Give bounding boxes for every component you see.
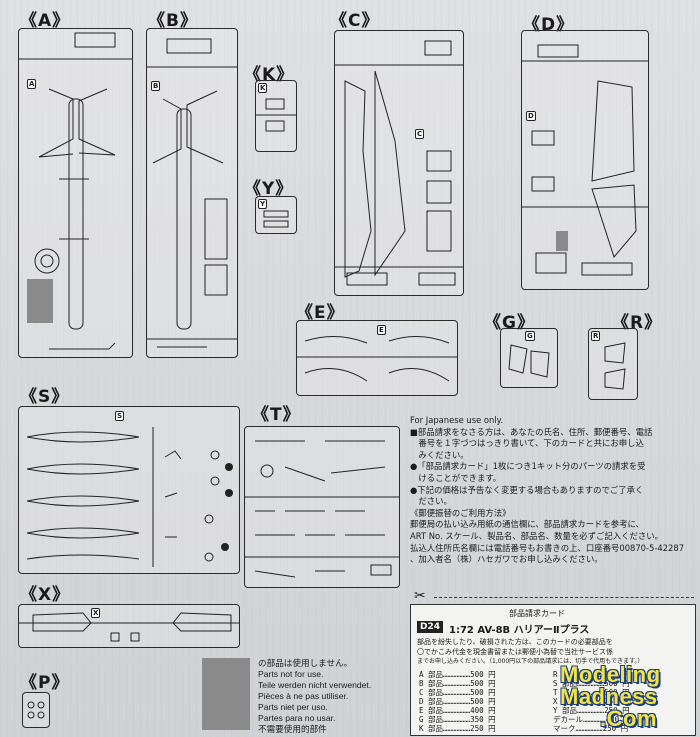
not-used-line: Parts niet per uso.: [258, 702, 328, 712]
sprue-y: Y: [255, 196, 297, 234]
sprue-s-parts: [26, 427, 233, 567]
sprue-tag-s: S: [115, 411, 125, 421]
order-card-desc: 部品を紛失したり、破損された方は、このカードの必要部品を 〇でかこみ代金を現金書…: [417, 637, 689, 667]
price-row: R 部品………………250 円: [553, 670, 630, 679]
section-label-b: 《B》: [148, 11, 198, 31]
sprue-tag-x: X: [91, 608, 101, 618]
sprue-tag-y: Y: [258, 199, 268, 209]
price-row: D 部品………………500 円: [419, 697, 496, 706]
cut-line: [434, 597, 694, 598]
order-card: 部品請求カード D24 1:72 AV-8B ハリアーⅡプラス 部品を紛失したり…: [410, 604, 696, 736]
price-row: C 部品………………500 円: [419, 688, 496, 697]
not-used-legend: の部品は使用しません。 Parts not for use. Teile wer…: [258, 658, 371, 735]
not-used-line: Pièces à ne pas utiliser.: [258, 691, 349, 701]
not-used-swatch: [202, 658, 250, 730]
order-card-code: D24: [417, 621, 443, 633]
sprue-g: G: [500, 328, 558, 388]
price-row: T 部品………………500 円: [553, 688, 630, 697]
price-row: B 部品………………500 円: [419, 679, 496, 688]
not-used-line: の部品は使用しません。: [258, 658, 353, 668]
watermark-line1: Modeling: [560, 662, 661, 687]
sprue-tag-b: B: [151, 81, 161, 91]
japan-notice-line: 郵便局の払い込み用紙の通信欄に、部品請求カードを参考に、: [410, 519, 644, 530]
watermark-line3: .Com: [600, 706, 657, 731]
unused-part-d: [556, 231, 568, 251]
section-label-p: 《P》: [20, 673, 70, 693]
price-row: S 部品………………500 円: [553, 679, 630, 688]
sprue-tag-a: A: [27, 79, 37, 89]
japan-notice-line: ●下記の価格は予告なく変更する場合もありますのでご了承く: [410, 484, 644, 495]
japan-notice-line: ART No. スケール、製品名、部品名、数量を必ずご記入ください。: [410, 530, 664, 541]
sprue-r: R: [588, 328, 638, 400]
price-row: マーク………………250 円: [553, 724, 629, 733]
watermark-line2: Madness: [560, 684, 658, 709]
sprue-a: A: [18, 28, 133, 358]
sprue-k-parts: [256, 98, 296, 132]
not-used-line: Parts not for use.: [258, 669, 324, 679]
order-card-desc-line: 〇でかこみ代金を現金書留または郵便小為替で当社サービス係: [417, 648, 613, 656]
sprue-tag-k: K: [258, 83, 268, 93]
not-used-line: Partes para no usar.: [258, 713, 336, 723]
order-card-product: 1:72 AV-8B ハリアーⅡプラス: [449, 625, 590, 636]
sprue-a-parts: [19, 32, 132, 350]
sprue-r-parts: [604, 342, 626, 390]
price-row: K 部品………………250 円: [419, 724, 496, 733]
japan-notice-line: 払込人住所氏名欄には電話番号もお書きの上、口座番号00870-5-42287: [410, 542, 685, 553]
order-card-desc-line: までお申し込みください。（1,000円以下の部品請求には、切手で代用もできます。…: [417, 658, 644, 665]
sprue-tag-r: R: [591, 331, 601, 341]
sprue-b: B: [146, 28, 238, 358]
sprue-c-parts: [335, 40, 463, 286]
sprue-tag-e: E: [377, 325, 386, 335]
price-row: デカール……………400 円: [553, 715, 632, 724]
scissors-icon: ✂: [414, 588, 426, 604]
section-label-a: 《A》: [20, 11, 71, 31]
japan-notice-line: ■部品請求をなさる方は、あなたの氏名、住所、郵便番号、電話: [410, 426, 653, 437]
unused-part-a: [27, 279, 53, 323]
order-card-desc-line: 部品を紛失したり、破損された方は、このカードの必要部品を: [417, 638, 613, 646]
japan-notice-line: 番号を１字づつはっきり書いて、下のカードと共にお申し込: [410, 438, 644, 449]
order-card-title: 部品請求カード: [509, 609, 565, 618]
sprue-k: K: [255, 80, 297, 152]
sprue-x-parts: [19, 612, 239, 642]
sprue-y-parts: [263, 210, 289, 228]
price-row: E 部品………………400 円: [419, 706, 496, 715]
japan-notice-line: 、加入者名（株）ハセガワでお申し込みください。: [410, 554, 603, 565]
section-label-c: 《C》: [330, 11, 380, 31]
sprue-tag-c: C: [415, 129, 425, 139]
sprue-d: D: [521, 30, 649, 290]
section-label-t: 《T》: [252, 405, 301, 425]
section-label-s: 《S》: [20, 387, 70, 407]
price-row: X 部品………………250 円: [553, 697, 630, 706]
japan-notice-header: For Japanese use only.: [410, 415, 504, 425]
sprue-tag-d: D: [526, 111, 536, 121]
not-used-line: Teile werden nicht verwendet.: [258, 680, 372, 690]
sprue-b-parts: [147, 38, 237, 348]
japan-notice-line: 《郵便振替のご利用方法》: [410, 507, 511, 518]
section-label-y: 《Y》: [244, 179, 294, 199]
sprue-d-parts: [522, 44, 648, 276]
japan-notice-line: けることができます。: [410, 472, 502, 483]
sprue-g-parts: [508, 344, 550, 378]
not-used-line: 不需要使用的部件: [258, 724, 327, 734]
price-row: Y 部品………………250 円: [553, 706, 630, 715]
sprue-t-parts: [245, 440, 399, 578]
japan-notice: For Japanese use only. ■部品請求をなさる方は、あなたの氏…: [410, 415, 698, 566]
japan-notice-line: みください。: [410, 449, 469, 460]
japan-notice-line: ●「部品請求カード」1枚につき1キット分のパーツの請求を受: [410, 461, 646, 472]
price-row: A 部品………………500 円: [419, 670, 496, 679]
sprue-tag-g: G: [525, 331, 535, 341]
price-row: G 部品………………350 円: [419, 715, 496, 724]
sprue-p-parts: [27, 701, 45, 719]
section-label-e: 《E》: [296, 303, 345, 323]
sprue-p: [22, 692, 50, 728]
sprue-c: C: [334, 30, 464, 296]
japan-notice-line: ださい。: [410, 496, 452, 507]
section-label-x: 《X》: [20, 585, 71, 605]
sprue-e: E: [296, 320, 458, 396]
sprue-t: [244, 426, 400, 588]
sprue-e-parts: [297, 335, 457, 382]
sprue-x: X: [18, 604, 240, 648]
sprue-s: S: [18, 406, 240, 574]
